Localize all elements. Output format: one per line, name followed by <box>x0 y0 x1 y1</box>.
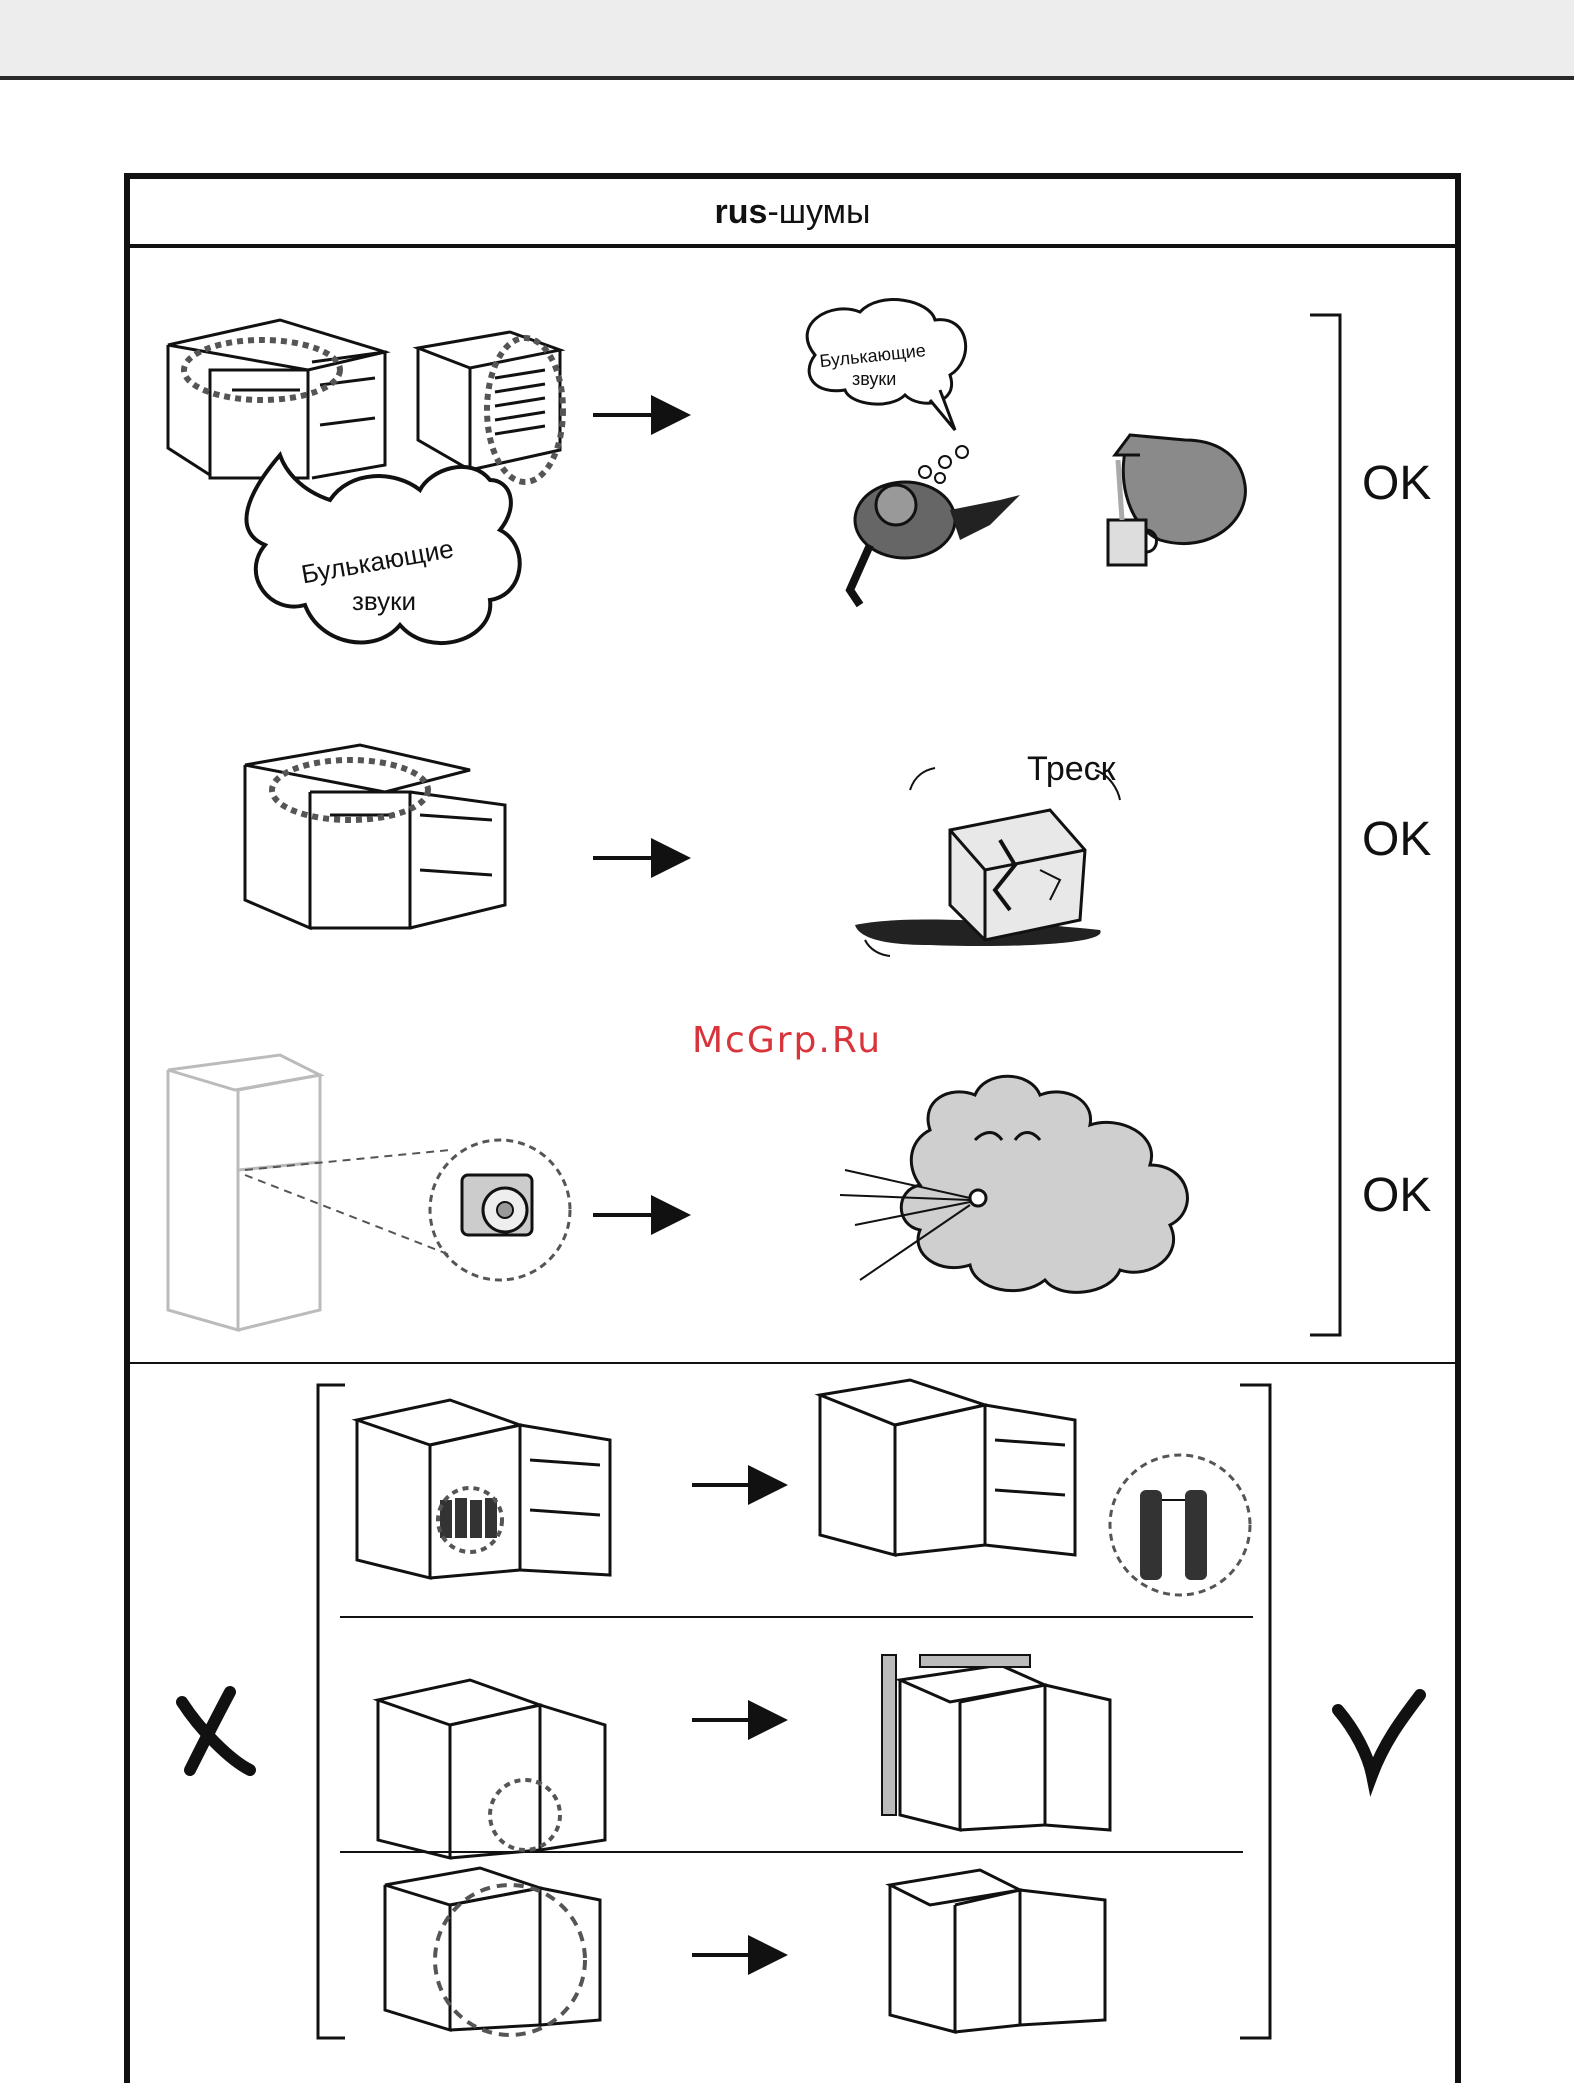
cross-icon <box>182 1692 250 1770</box>
bubble-cloud-large: Булькающие звуки <box>246 455 519 643</box>
check-icon <box>1338 1695 1420 1775</box>
bottles-spaced <box>1140 1490 1207 1580</box>
bubble-large-line2: звуки <box>352 586 416 616</box>
jug-and-mug-illustration <box>1108 435 1245 565</box>
bubble-small-line2: звуки <box>852 369 896 389</box>
fridge-tip3-right <box>890 1870 1105 2032</box>
crack-label: Треск <box>1027 750 1117 788</box>
wind-cloud-illustration <box>840 1076 1187 1292</box>
fridge-tip1-wrong <box>357 1400 610 1578</box>
fridge-tip2-right <box>900 1665 1110 1830</box>
bottle-spacing-zoom <box>1110 1455 1250 1595</box>
tips-bracket-left <box>318 1385 345 2038</box>
evaporator-highlight-2 <box>272 760 428 820</box>
speech-bubble-small: Булькающие звуки <box>807 300 965 430</box>
ice-cube-crack-illustration <box>855 768 1120 956</box>
fridge-tip3-wrong <box>385 1868 600 2030</box>
condenser-highlight <box>487 338 563 482</box>
diver-illustration <box>850 446 1020 605</box>
fridge-tip1-right <box>820 1380 1075 1555</box>
fan-illustration <box>462 1175 532 1235</box>
bottles-crowded <box>440 1498 497 1538</box>
fridge-tip2-wrong <box>378 1680 605 1858</box>
fridge-tall-illustration <box>168 1055 320 1330</box>
fridge-open-illustration-1 <box>168 320 385 478</box>
fridge-back-illustration <box>418 332 560 470</box>
tips-bracket-right <box>1240 1385 1270 2038</box>
door-obstruction-highlight <box>435 1885 585 2035</box>
wobbly-foot-highlight <box>490 1780 560 1850</box>
ok-bracket <box>1310 315 1340 1335</box>
